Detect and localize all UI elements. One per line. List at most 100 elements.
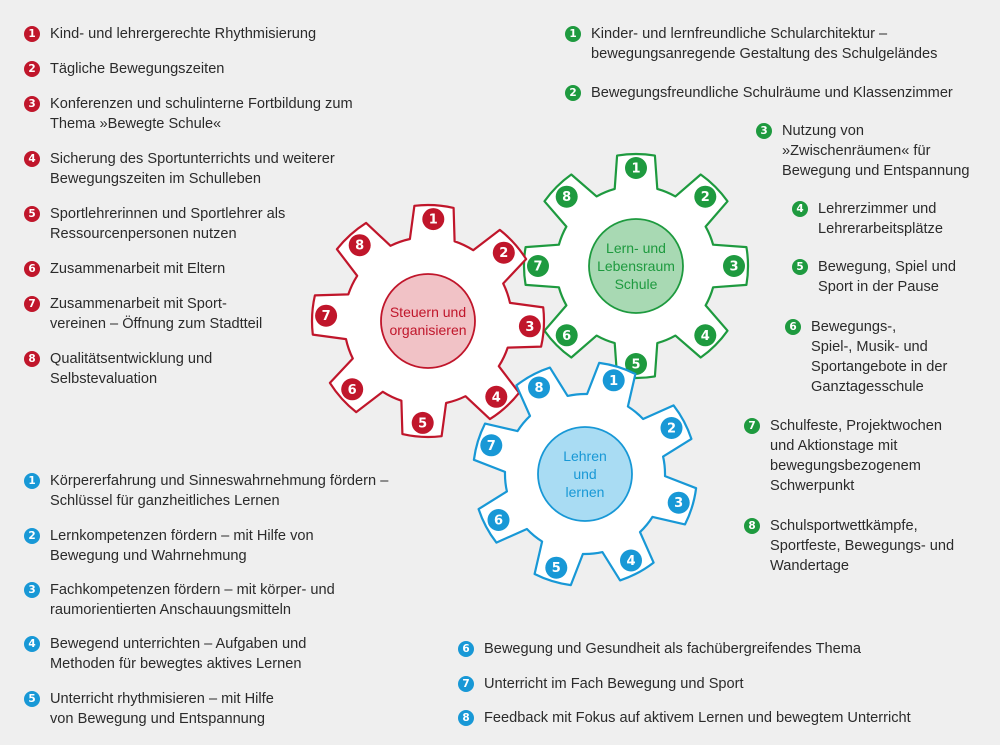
green-item-3-text: Nutzung von »Zwischenräumen« für Bewegun… bbox=[782, 123, 970, 179]
blue-item-4: 4 Bewegend unterrichten – Aufgaben und M… bbox=[24, 634, 306, 674]
blue-badge-4: 4 bbox=[24, 636, 40, 652]
green-gear-badge-5 bbox=[625, 353, 647, 375]
blue-gear-badge-5 bbox=[545, 556, 568, 579]
blue-gear-number-4: 4 bbox=[626, 554, 635, 569]
green-item-5: 5 Bewegung, Spiel und Sport in der Pause bbox=[792, 257, 956, 297]
green-gear-number-4: 4 bbox=[701, 329, 710, 344]
green-item-8-text: Schulsportwettkämpfe, Sportfeste, Bewegu… bbox=[770, 518, 955, 574]
blue-gear-label-line: und bbox=[573, 466, 596, 482]
green-gear-label-line: Schule bbox=[615, 276, 658, 292]
red-gear-number-1: 1 bbox=[429, 213, 438, 228]
red-item-7-text: Zusammenarbeit mit Sport- vereinen – Öff… bbox=[50, 296, 263, 332]
blue-item-2: 2 Lernkompetenzen fördern – mit Hilfe vo… bbox=[24, 526, 314, 566]
red-item-2: 2 Tägliche Bewegungszeiten bbox=[24, 59, 224, 79]
red-gear-number-3: 3 bbox=[525, 320, 534, 335]
green-item-1-text: Kinder- und lernfreundliche Schularchite… bbox=[591, 26, 938, 62]
blue-gear-badge-2 bbox=[660, 417, 683, 439]
green-item-4: 4 Lehrerzimmer und Lehrerarbeitsplätze bbox=[792, 199, 943, 239]
red-gear-badge-1 bbox=[422, 208, 445, 231]
blue-badge-1: 1 bbox=[24, 473, 40, 489]
green-gear-badge-1 bbox=[625, 157, 647, 179]
green-item-6-text: Bewegungs-, Spiel-, Musik- und Sportange… bbox=[811, 319, 948, 395]
green-gear-badge-2 bbox=[694, 185, 717, 208]
green-gear-badge-4 bbox=[694, 324, 717, 347]
blue-item-3: 3 Fachkompetenzen fördern – mit körper- … bbox=[24, 580, 335, 620]
red-item-2-text: Tägliche Bewegungszeiten bbox=[50, 61, 225, 77]
red-badge-1: 1 bbox=[24, 26, 40, 42]
green-badge-4: 4 bbox=[792, 201, 808, 217]
green-gear-badge-6 bbox=[555, 324, 578, 347]
red-badge-2: 2 bbox=[24, 61, 40, 77]
red-item-5: 5 Sportlehrerinnen und Sportlehrer als R… bbox=[24, 204, 285, 244]
green-badge-2: 2 bbox=[565, 85, 581, 101]
blue-badge-6: 6 bbox=[458, 641, 474, 657]
green-gear-badge-8 bbox=[555, 185, 578, 208]
red-item-3-text: Konferenzen und schulinterne Fortbildung… bbox=[50, 96, 353, 132]
blue-gear-badge-3 bbox=[667, 491, 690, 514]
blue-gear-badge-4 bbox=[620, 549, 642, 572]
green-badge-5: 5 bbox=[792, 259, 808, 275]
blue-item-8-text: Feedback mit Fokus auf aktivem Lernen un… bbox=[484, 710, 911, 726]
red-item-6: 6 Zusammenarbeit mit Eltern bbox=[24, 259, 225, 279]
red-item-3: 3 Konferenzen und schulinterne Fortbildu… bbox=[24, 94, 353, 134]
red-gear-number-7: 7 bbox=[322, 309, 331, 324]
green-gear-label-line: Lern- und bbox=[606, 240, 666, 256]
green-item-7: 7 Schulfeste, Projektwochen und Aktionst… bbox=[744, 416, 942, 496]
green-badge-3: 3 bbox=[756, 123, 772, 139]
red-gear-number-2: 2 bbox=[499, 246, 508, 261]
red-badge-5: 5 bbox=[24, 206, 40, 222]
blue-gear-number-8: 8 bbox=[534, 381, 543, 396]
blue-item-3-text: Fachkompetenzen fördern – mit körper- un… bbox=[50, 582, 335, 618]
red-badge-6: 6 bbox=[24, 261, 40, 277]
green-gear-number-1: 1 bbox=[631, 162, 640, 177]
red-gear-badge-3 bbox=[518, 315, 541, 338]
blue-item-5: 5 Unterricht rhythmisieren – mit Hilfe v… bbox=[24, 689, 274, 729]
red-gear-badge-2 bbox=[492, 241, 515, 264]
blue-item-6: 6 Bewegung und Gesundheit als fachübergr… bbox=[458, 639, 861, 659]
green-gear-hub bbox=[588, 218, 684, 314]
red-badge-7: 7 bbox=[24, 296, 40, 312]
blue-gear-hub bbox=[537, 426, 633, 522]
green-item-8: 8 Schulsportwettkämpfe, Sportfeste, Bewe… bbox=[744, 516, 954, 576]
red-gear-number-4: 4 bbox=[492, 390, 501, 405]
red-item-1: 1 Kind- und lehrergerechte Rhythmisierun… bbox=[24, 24, 316, 44]
blue-gear-number-3: 3 bbox=[674, 496, 683, 511]
green-badge-7: 7 bbox=[744, 418, 760, 434]
blue-gear-badge-1 bbox=[602, 369, 625, 392]
green-item-5-text: Bewegung, Spiel und Sport in der Pause bbox=[818, 259, 956, 295]
blue-gear-label-line: lernen bbox=[566, 484, 605, 500]
green-badge-6: 6 bbox=[785, 319, 801, 335]
blue-badge-2: 2 bbox=[24, 528, 40, 544]
blue-item-5-text: Unterricht rhythmisieren – mit Hilfe von… bbox=[50, 691, 274, 727]
blue-gear-number-7: 7 bbox=[487, 439, 496, 454]
red-item-4-text: Sicherung des Sportunterrichts und weite… bbox=[50, 151, 335, 187]
red-gear-hub bbox=[380, 273, 476, 369]
red-gear-badge-8 bbox=[348, 234, 371, 257]
blue-gear-number-6: 6 bbox=[494, 514, 503, 529]
green-gear-label-line: Lebensraum bbox=[597, 258, 675, 274]
blue-item-7-text: Unterricht im Fach Bewegung und Sport bbox=[484, 676, 744, 692]
red-item-5-text: Sportlehrerinnen und Sportlehrer als Res… bbox=[50, 206, 286, 242]
green-gear-badge-3 bbox=[723, 255, 745, 277]
blue-gear-badge-6 bbox=[487, 509, 510, 531]
red-gear-number-5: 5 bbox=[418, 416, 427, 431]
red-item-6-text: Zusammenarbeit mit Eltern bbox=[50, 261, 226, 277]
blue-item-6-text: Bewegung und Gesundheit als fachübergrei… bbox=[484, 641, 861, 657]
green-gear-number-3: 3 bbox=[729, 260, 738, 275]
red-item-7: 7 Zusammenarbeit mit Sport- vereinen – Ö… bbox=[24, 294, 262, 334]
green-item-3: 3 Nutzung von »Zwischenräumen« für Beweg… bbox=[756, 121, 969, 181]
red-badge-8: 8 bbox=[24, 351, 40, 367]
red-gear-number-6: 6 bbox=[348, 383, 357, 398]
blue-item-1: 1 Körpererfahrung und Sinneswahrnehmung … bbox=[24, 471, 388, 511]
blue-item-2-text: Lernkompetenzen fördern – mit Hilfe von … bbox=[50, 528, 314, 564]
green-item-2-text: Bewegungsfreundliche Schulräume und Klas… bbox=[591, 85, 953, 101]
green-badge-1: 1 bbox=[565, 26, 581, 42]
red-gear-number-8: 8 bbox=[355, 239, 364, 254]
blue-badge-5: 5 bbox=[24, 691, 40, 707]
green-item-4-text: Lehrerzimmer und Lehrerarbeitsplätze bbox=[818, 201, 943, 237]
red-gear-badge-7 bbox=[315, 304, 338, 327]
